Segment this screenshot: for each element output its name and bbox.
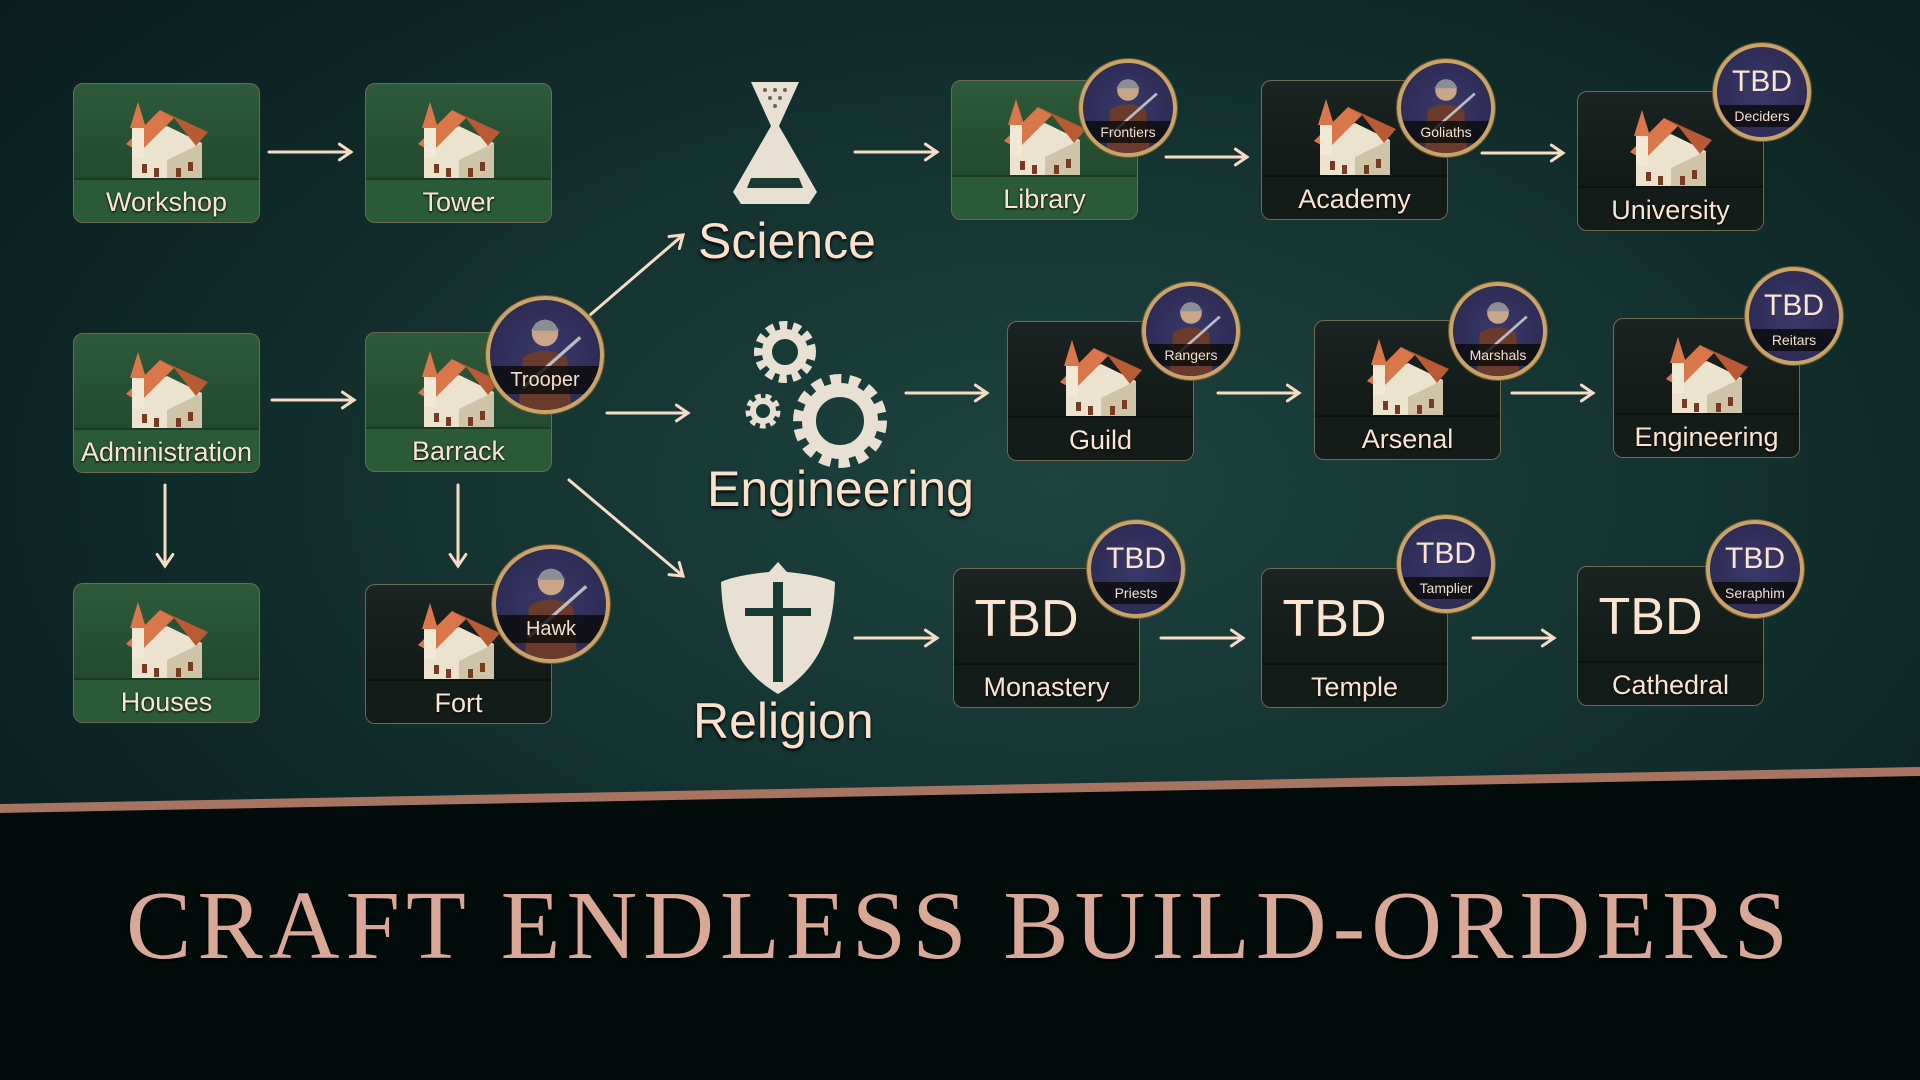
unit-badge-trooper[interactable]: Trooper — [486, 296, 604, 414]
building-label: Cathedral — [1578, 661, 1763, 705]
unit-badge-rangers[interactable]: Rangers — [1142, 282, 1240, 380]
building-label: Academy — [1262, 175, 1447, 219]
badge-title: TBD — [1764, 289, 1824, 322]
unit-badge-reitars[interactable]: TBD Reitars — [1745, 267, 1843, 365]
arrow-connector — [1164, 147, 1250, 167]
badge-title: TBD — [1732, 65, 1792, 98]
arrow-connector — [267, 142, 354, 162]
arrow-connector — [1216, 383, 1302, 403]
arrow-connector — [1510, 383, 1596, 403]
building-label: Temple — [1262, 663, 1447, 707]
unit-badge-frontiers[interactable]: Frontiers — [1079, 59, 1177, 157]
arrow-connector — [1480, 143, 1566, 163]
building-label: Houses — [74, 678, 259, 722]
building-label: Workshop — [74, 178, 259, 222]
headline: CRAFT ENDLESS BUILD-ORDERS — [126, 872, 1794, 980]
building-card-administration[interactable]: Administration — [73, 333, 260, 473]
badge-unit-name: Trooper — [490, 366, 600, 394]
arrow-connector — [904, 383, 990, 403]
unit-badge-marshals[interactable]: Marshals — [1449, 282, 1547, 380]
arrow-connector — [605, 403, 691, 423]
badge-unit-name: Tamplier — [1401, 577, 1491, 599]
building-label: Engineering — [1614, 413, 1799, 457]
cross-shield-icon — [721, 562, 835, 694]
category-engineering: Engineering — [707, 461, 974, 517]
badge-unit-name: Rangers — [1146, 344, 1236, 366]
unit-badge-priests[interactable]: TBD Priests — [1087, 520, 1185, 618]
building-label: Arsenal — [1315, 415, 1500, 459]
badge-unit-name: Frontiers — [1083, 121, 1173, 143]
placeholder-text: TBD — [974, 590, 1079, 648]
building-card-library[interactable]: Library — [951, 80, 1138, 220]
arrow-connector — [1471, 628, 1557, 648]
badge-unit-name: Goliaths — [1401, 121, 1491, 143]
building-label: Barrack — [366, 427, 551, 471]
arrow-connector — [853, 628, 940, 648]
arrow-connector — [448, 483, 468, 569]
badge-title: TBD — [1416, 537, 1476, 570]
unit-badge-deciders[interactable]: TBD Deciders — [1713, 43, 1811, 141]
building-label: Monastery — [954, 663, 1139, 707]
building-label: Administration — [74, 428, 259, 472]
badge-unit-name: Marshals — [1453, 344, 1543, 366]
badge-unit-name: Deciders — [1717, 105, 1807, 127]
category-science: Science — [698, 213, 876, 269]
building-card-cathedral[interactable]: TBD Cathedral — [1577, 566, 1764, 706]
building-card-engineering-building[interactable]: Engineering — [1613, 318, 1800, 458]
building-label: Fort — [366, 679, 551, 723]
building-card-tower[interactable]: Tower — [365, 83, 552, 223]
building-card-monastery[interactable]: TBD Monastery — [953, 568, 1140, 708]
badge-unit-name: Priests — [1091, 582, 1181, 604]
gears-icon — [745, 321, 887, 468]
badge-unit-name: Reitars — [1749, 329, 1839, 351]
arrow-connector — [567, 478, 686, 578]
placeholder-text: TBD — [1282, 590, 1387, 648]
unit-badge-goliaths[interactable]: Goliaths — [1397, 59, 1495, 157]
badge-unit-name: Seraphim — [1710, 582, 1800, 604]
building-label: Tower — [366, 178, 551, 222]
badge-title: TBD — [1725, 542, 1785, 575]
arrow-connector — [270, 390, 357, 410]
placeholder-text: TBD — [1598, 588, 1703, 646]
unit-badge-tamplier[interactable]: TBD Tamplier — [1397, 515, 1495, 613]
unit-badge-seraphim[interactable]: TBD Seraphim — [1706, 520, 1804, 618]
badge-unit-name: Hawk — [496, 615, 606, 643]
building-card-houses[interactable]: Houses — [73, 583, 260, 723]
building-label: Library — [952, 175, 1137, 219]
building-label: Guild — [1008, 416, 1193, 460]
category-religion: Religion — [693, 693, 874, 749]
hourglass-flask-icon — [733, 82, 817, 204]
arrow-connector — [1159, 628, 1246, 648]
arrow-connector — [853, 142, 940, 162]
arrow-connector — [155, 483, 175, 569]
unit-badge-hawk[interactable]: Hawk — [492, 545, 610, 663]
badge-title: TBD — [1106, 542, 1166, 575]
arrow-connector — [588, 233, 686, 317]
building-card-arsenal[interactable]: Arsenal — [1314, 320, 1501, 460]
building-card-workshop[interactable]: Workshop — [73, 83, 260, 223]
building-label: University — [1578, 186, 1763, 230]
